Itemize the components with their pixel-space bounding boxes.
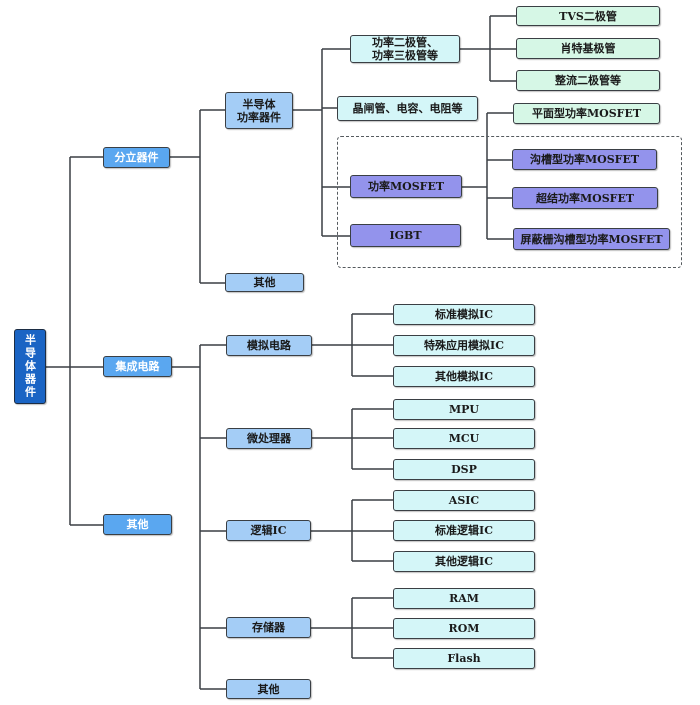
connector-micro	[312, 408, 393, 470]
connector-analog	[312, 313, 393, 377]
node-superjunction-mosfet[interactable]: 超结功率MOSFET	[512, 187, 658, 209]
node-rom[interactable]: ROM	[393, 618, 535, 639]
node-analog-circuits[interactable]: 模拟电路	[226, 335, 312, 356]
connector-mosfets	[462, 112, 513, 240]
node-power-mosfet[interactable]: 功率MOSFET	[350, 175, 462, 198]
connector-memory	[311, 597, 393, 659]
connector-power-devices	[293, 48, 350, 237]
node-thyristor-capacitor-resistor[interactable]: 晶闸管、电容、电阻等	[337, 96, 478, 121]
node-planar-mosfet[interactable]: 平面型功率MOSFET	[513, 103, 660, 124]
node-mcu[interactable]: MCU	[393, 428, 535, 449]
node-standard-logic-ic[interactable]: 标准逻辑IC	[393, 520, 535, 541]
connector-diodes	[460, 15, 516, 82]
node-other-analog-ic[interactable]: 其他模拟IC	[393, 366, 535, 387]
node-integrated-circuits[interactable]: 集成电路	[103, 356, 172, 377]
node-mpu[interactable]: MPU	[393, 399, 535, 420]
root-semiconductor-devices[interactable]: 半导体器件	[14, 329, 46, 404]
node-shielded-gate-trench-mosfet[interactable]: 屏蔽栅沟槽型功率MOSFET	[513, 228, 670, 250]
node-other-logic-ic[interactable]: 其他逻辑IC	[393, 551, 535, 572]
node-flash[interactable]: Flash	[393, 648, 535, 669]
node-ram[interactable]: RAM	[393, 588, 535, 609]
node-rectifier-diode[interactable]: 整流二极管等	[516, 70, 660, 91]
mosfet-igbt-highlight-box	[337, 136, 682, 268]
node-igbt[interactable]: IGBT	[350, 224, 461, 247]
node-power-devices[interactable]: 半导体 功率器件	[225, 92, 293, 129]
node-dsp[interactable]: DSP	[393, 459, 535, 480]
connector-logic	[311, 499, 393, 562]
node-standard-analog-ic[interactable]: 标准模拟IC	[393, 304, 535, 325]
node-ic-other[interactable]: 其他	[226, 679, 311, 699]
node-logic-ic[interactable]: 逻辑IC	[226, 520, 311, 541]
node-discrete-other[interactable]: 其他	[225, 273, 304, 292]
node-discrete-devices[interactable]: 分立器件	[103, 147, 170, 168]
connector-ic	[172, 344, 226, 690]
node-power-diodes-triodes[interactable]: 功率二极管、 功率三极管等	[350, 35, 460, 63]
node-microprocessors[interactable]: 微处理器	[226, 428, 312, 449]
node-application-specific-analog-ic[interactable]: 特殊应用模拟IC	[393, 335, 535, 356]
connector-discrete	[170, 109, 225, 284]
node-tvs-diode[interactable]: TVS二极管	[516, 6, 660, 26]
node-asic[interactable]: ASIC	[393, 490, 535, 511]
node-trench-mosfet[interactable]: 沟槽型功率MOSFET	[512, 149, 657, 170]
node-other-level1[interactable]: 其他	[103, 514, 172, 535]
node-memory[interactable]: 存储器	[226, 617, 311, 638]
node-schottky-diode[interactable]: 肖特基极管	[516, 38, 660, 59]
connector-root	[46, 156, 103, 526]
